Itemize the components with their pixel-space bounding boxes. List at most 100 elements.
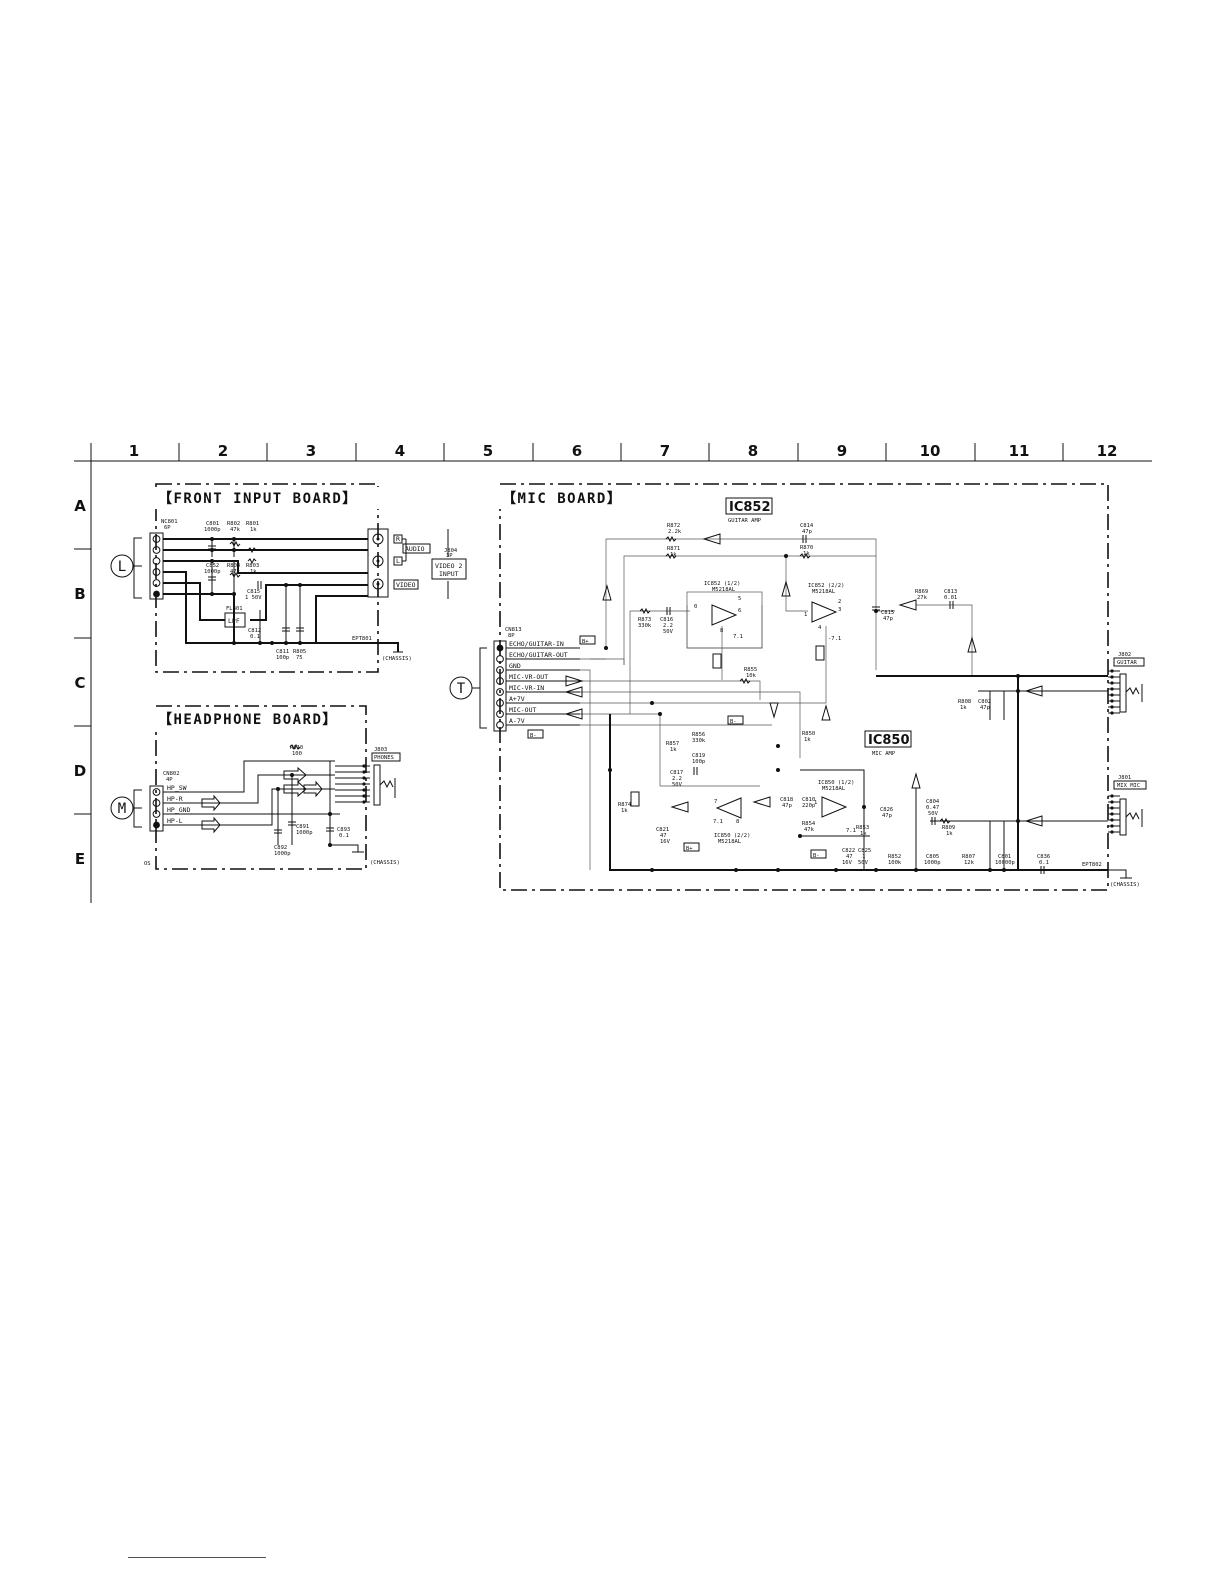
v-ic850b-71: 7.1	[713, 819, 723, 825]
r803-val: 1k	[250, 569, 257, 575]
jack-l-label: L	[396, 557, 400, 565]
phones-label: PHONES	[374, 755, 394, 761]
pin-mic-vr-out: MIC-VR-OUT	[509, 673, 548, 681]
v-ic852a-pin7: 0	[694, 604, 697, 610]
r874-ref: R874	[618, 802, 632, 808]
r802-val: 47k	[230, 527, 241, 533]
c812-val: 0.1	[250, 634, 260, 640]
ept801-label: EPT801	[352, 636, 372, 642]
c852-val: 1000p	[204, 569, 221, 575]
grid-col-5: 5	[483, 442, 493, 460]
c821-val: 47	[660, 833, 667, 839]
c811-val: 100p	[276, 655, 289, 661]
audio-label: AUDIO	[405, 545, 425, 553]
grid-frame: 1 2 3 4 5 6 7 8 9 10 11 12 A B C D E	[74, 442, 1152, 903]
r850-ref: R850	[802, 731, 815, 737]
footer-rule	[128, 1557, 266, 1558]
r805-val: 75	[296, 655, 303, 661]
ic850b-ref: IC850 (2/2)	[714, 833, 750, 839]
grid-col-4: 4	[395, 442, 405, 460]
front-input-board: 【FRONT INPUT BOARD】 L NC801 6P LPF FL801	[110, 483, 467, 673]
r874-val: 1k	[621, 808, 628, 814]
r810-ref: R810	[290, 745, 303, 751]
c826-val: 47p	[882, 813, 892, 819]
c812-ref: C812	[248, 628, 261, 634]
r855-val: 10k	[746, 673, 757, 679]
ic850a-part: M5218AL	[822, 786, 846, 792]
v-ic852a-6: 6	[738, 608, 741, 614]
r873-ref: R873	[638, 617, 651, 623]
r852-ref: R852	[888, 854, 901, 860]
c819-val: 100p	[692, 759, 705, 765]
jack-r-label: R	[396, 535, 400, 543]
c801m-val: 10000p	[995, 860, 1015, 866]
hp-r-label: HP-R	[167, 795, 183, 803]
c822-val: 47	[846, 854, 853, 860]
ic852a-ref: IC852 (1/2)	[704, 581, 740, 587]
r808-ref: R808	[958, 699, 971, 705]
c816-ref: C816	[660, 617, 673, 623]
c825-val: 1	[862, 854, 865, 860]
cn802-ref: CN802	[163, 771, 180, 777]
pin-mic-vr-in: MIC-VR-IN	[509, 684, 544, 692]
r872-val: 2.2k	[668, 529, 682, 535]
v-ic850a-1: 1	[814, 800, 817, 806]
c815f-ref: C815	[247, 589, 260, 595]
grid-row-d: D	[74, 762, 86, 780]
c836-ref: C836	[1037, 854, 1050, 860]
c818-ref: C818	[780, 797, 793, 803]
c893-val: 0.1	[339, 833, 349, 839]
bplus-tag-1: B+	[582, 639, 589, 645]
headphone-board-marker-letter: M	[118, 801, 126, 817]
r854-val: 47k	[804, 827, 815, 833]
grid-row-b: B	[74, 585, 85, 603]
c814-ref: C814	[800, 523, 814, 529]
c815m-ref: C815	[881, 610, 894, 616]
v-ic850b-8: 8	[736, 819, 739, 825]
c804-val: 0.47	[926, 805, 939, 811]
mic-board: 【MIC BOARD】 T CN813 8P ECHO/GUITAR-IN EC…	[449, 483, 1147, 891]
c811-ref: C811	[276, 649, 289, 655]
c826-ref: C826	[880, 807, 893, 813]
mic-board-title: 【MIC BOARD】	[502, 491, 622, 507]
j804-pins: 3P	[446, 553, 453, 559]
front-board-title: 【FRONT INPUT BOARD】	[158, 491, 358, 507]
v-ic850b-7: 7	[714, 799, 717, 805]
r856-ref: R856	[692, 732, 705, 738]
c821-ref: C821	[656, 827, 669, 833]
ic852-name: IC852	[729, 500, 771, 515]
ept802-label: EPT802	[1082, 862, 1102, 868]
grid-row-c: C	[74, 674, 85, 692]
os-label: OS	[144, 861, 151, 867]
headphone-board: 【HEADPHONE BOARD】 M CN802 4P HP_SW HP-R …	[110, 705, 401, 870]
grid-col-7: 7	[660, 442, 670, 460]
cn802-pins: 4P	[166, 777, 173, 783]
r869-ref: R869	[915, 589, 928, 595]
grid-col-6: 6	[572, 442, 582, 460]
c810-val: 220p	[802, 803, 815, 809]
r871-val: 1k	[670, 552, 677, 558]
grid-col-2: 2	[218, 442, 228, 460]
pin-mic-out: MIC-OUT	[509, 706, 536, 714]
v-ic852b-3: 3	[838, 607, 841, 613]
pin-echo-guitar-out: ECHO/GUITAR-OUT	[509, 651, 568, 659]
c801-val: 1000p	[204, 527, 221, 533]
j801-ref: J801	[1118, 775, 1131, 781]
c822-ref: C822	[842, 848, 855, 854]
ic852-desc: GUITAR AMP	[728, 518, 762, 524]
grid-col-11: 11	[1009, 442, 1030, 460]
front-board-marker-letter: L	[118, 559, 126, 575]
headphone-chassis-label: (CHASSIS)	[370, 860, 400, 866]
ic850a-symbol	[821, 796, 848, 818]
c804-ref: C804	[926, 799, 940, 805]
r807-ref: R807	[962, 854, 975, 860]
ic850-desc: MIC AMP	[872, 751, 896, 757]
c813-ref: C813	[944, 589, 957, 595]
r801-ref: R801	[246, 521, 259, 527]
c804-volt: 50V	[928, 811, 939, 817]
c891-ref: C891	[296, 824, 309, 830]
cn813-ref: CN813	[505, 627, 522, 633]
r809-ref: R809	[942, 825, 955, 831]
pin-a-plus-7v: A+7V	[509, 695, 525, 703]
